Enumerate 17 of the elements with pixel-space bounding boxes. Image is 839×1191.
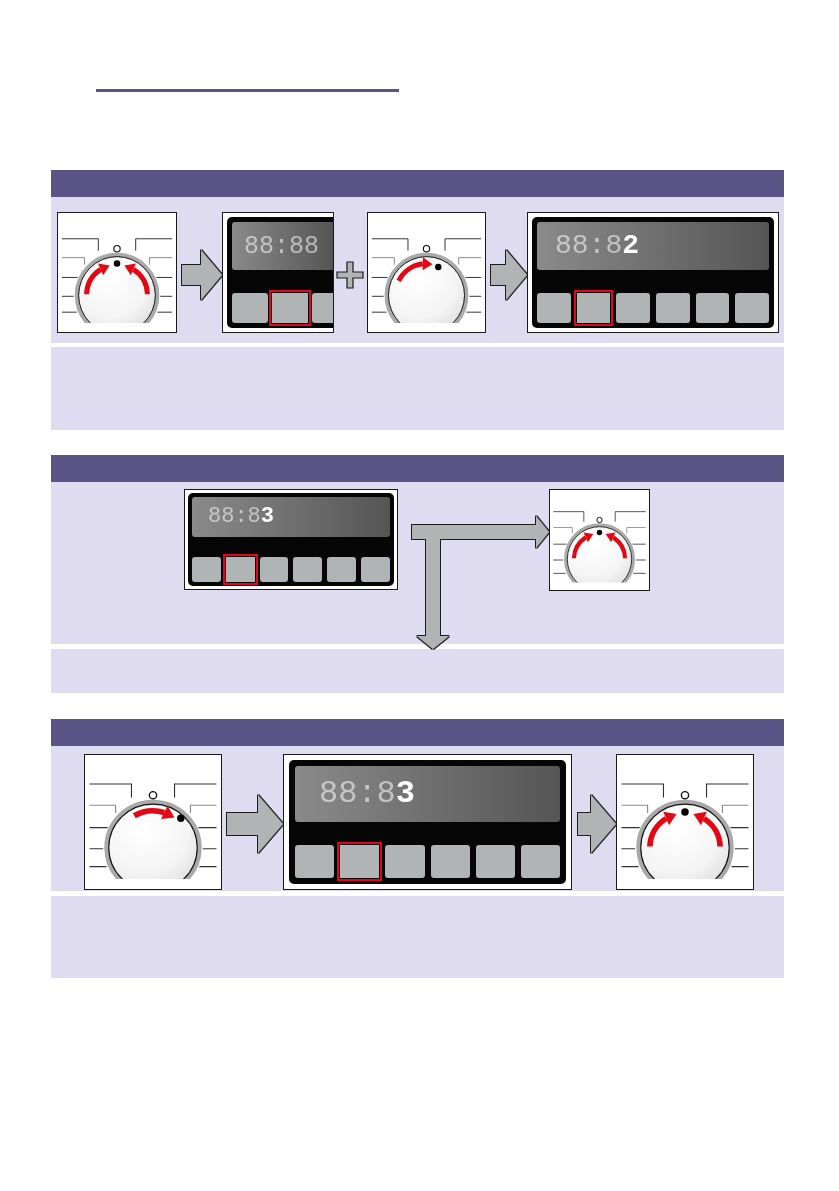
unlit-digits: 88:8 (319, 778, 396, 810)
control-knob-drawing (57, 212, 177, 333)
block-arrow (491, 250, 527, 300)
block-arrow (578, 795, 616, 853)
unlit-digits: 88:8 (208, 506, 261, 528)
control-knob-drawing (616, 754, 754, 890)
control-knob-drawing (84, 754, 222, 890)
block-arrow (227, 795, 283, 853)
unlit-digits: 88:88 (244, 233, 319, 259)
control-knob-drawing (549, 489, 650, 591)
unlit-digits: 88:8 (555, 232, 623, 260)
block-arrow (182, 250, 222, 300)
lit-digit: 3 (395, 778, 415, 810)
empty-note-panel (51, 649, 784, 693)
lit-digit: 2 (622, 232, 640, 260)
control-knob-drawing (367, 212, 486, 333)
lit-digit: 3 (260, 506, 274, 528)
